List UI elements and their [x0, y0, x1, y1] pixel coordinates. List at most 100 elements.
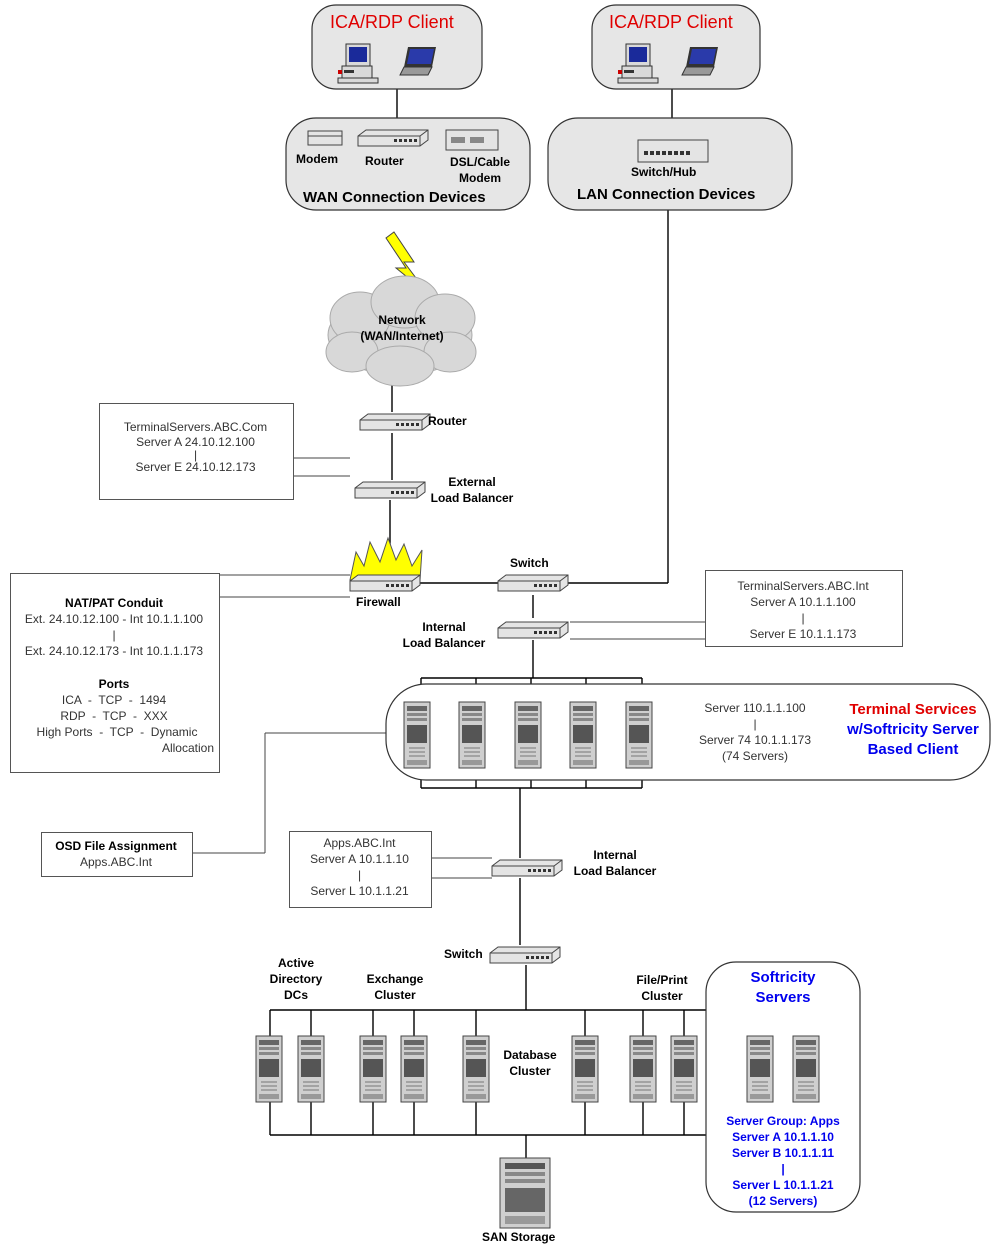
nat-pat-text: NAT/PAT Conduit Ext. 24.10.12.100 - Int … [10, 595, 218, 756]
osd-value: Apps.ABC.Int [79, 855, 153, 869]
backend-lb-line2: Load Balancer [573, 864, 657, 878]
database-server-icon [462, 1035, 490, 1103]
backend-int-lb-label: Internal Load Balancer [563, 847, 667, 879]
int-lb-label: Internal Load Balancer [392, 619, 496, 651]
internal-dns-line3: | [801, 611, 805, 625]
exchange-line2: Cluster [374, 988, 416, 1002]
osd-title: OSD File Assignment [55, 839, 177, 853]
ad-dc-server-icon [297, 1035, 325, 1103]
softricity-group-line: Server Group: Apps [726, 1114, 840, 1128]
terminal-server-icon [514, 701, 542, 769]
switch-icon [497, 574, 569, 592]
port-rdp: RDP - TCP - XXX [60, 709, 168, 723]
backend-lb-line1: Internal [593, 848, 637, 862]
active-directory-label: Active Directory DCs [256, 955, 336, 1003]
external-dns-line3: | [193, 448, 198, 462]
ext-lb-line1: External [448, 475, 496, 489]
router-icon [359, 413, 431, 431]
ext-lb-label: External Load Balancer [420, 474, 524, 506]
nat-pat-box [10, 573, 220, 773]
switch-hub-label: Switch/Hub [631, 165, 697, 179]
file-print-server-icon [670, 1035, 698, 1103]
softricity-title: Softricity Servers [706, 968, 860, 1008]
dsl-label-line2: Modem [459, 171, 501, 185]
farm-line4: (74 Servers) [721, 749, 789, 763]
switch-icon [489, 946, 561, 964]
ext-lb-line2: Load Balancer [430, 491, 514, 505]
network-cloud-label: Network (WAN/Internet) [340, 312, 464, 344]
apps-dns-line3: | [357, 868, 362, 882]
int-lb-line1: Internal [422, 620, 466, 634]
terminal-farm-servers-text: Server 110.1.1.100 | Server 74 10.1.1.17… [680, 700, 830, 764]
db-line1: Database [503, 1048, 557, 1062]
softricity-servers-text: Server Group: Apps Server A 10.1.1.10 Se… [706, 1113, 860, 1209]
external-load-balancer-icon [354, 481, 426, 499]
terminal-server-icon [458, 701, 486, 769]
internal-dns-box [705, 570, 903, 647]
osd-text: OSD File Assignment Apps.ABC.Int [41, 838, 191, 870]
external-dns-line2: Server A 24.10.12.100 [136, 435, 255, 449]
terminal-server-icon [403, 701, 431, 769]
internal-dns-line2: Server A 10.1.1.100 [750, 595, 856, 609]
ts-title3: Based Client [867, 741, 959, 758]
external-dns-text: TerminalServers.ABC.Com Server A 24.10.1… [99, 420, 292, 475]
softricity-server-icon [746, 1035, 774, 1103]
database-server-icon [571, 1035, 599, 1103]
osd-file-assignment-box [41, 832, 193, 877]
farm-line1: Server 110.1.1.100 [704, 701, 806, 715]
terminal-server-icon [569, 701, 597, 769]
file-print-server-icon [629, 1035, 657, 1103]
exchange-server-icon [400, 1035, 428, 1103]
apps-dns-line1: Apps.ABC.Int [323, 836, 396, 850]
softricity-server-l: Server L 10.1.1.21 [732, 1178, 834, 1192]
port-ica: ICA - TCP - 1494 [61, 693, 167, 707]
edge-switch-label: Switch [510, 556, 549, 570]
fileprint-line2: Cluster [641, 989, 683, 1003]
san-storage-icon [499, 1157, 551, 1229]
lan-devices-title: LAN Connection Devices [577, 186, 756, 203]
port-high: High Ports - TCP - Dynamic [36, 725, 198, 739]
lan-client-title: ICA/RDP Client [609, 12, 733, 32]
dsl-label-line1: DSL/Cable [449, 155, 510, 169]
network-line1: Network [378, 313, 426, 327]
ad-line3: DCs [283, 988, 308, 1002]
softricity-count: (12 Servers) [748, 1194, 818, 1208]
apps-dns-text: Apps.ABC.Int Server A 10.1.1.10 | Server… [289, 835, 430, 899]
softricity-group [705, 961, 861, 1213]
wan-client-title: ICA/RDP Client [330, 12, 454, 32]
internal-dns-line1: TerminalServers.ABC.Int [737, 579, 869, 593]
firewall-label: Firewall [356, 595, 401, 609]
backend-switch-label: Switch [444, 947, 483, 961]
farm-line3: Server 74 10.1.1.173 [698, 733, 812, 747]
nat-title: NAT/PAT Conduit [65, 596, 163, 610]
dsl-modem-icon [445, 129, 499, 151]
modem-label: Modem [296, 152, 338, 166]
external-dns-line4: Server E 24.10.12.173 [135, 460, 256, 474]
switch-hub-icon [637, 139, 709, 163]
softricity-title1: Softricity [750, 969, 816, 986]
internal-dns-text: TerminalServers.ABC.Int Server A 10.1.1.… [705, 578, 901, 642]
softricity-sep: | [781, 1162, 785, 1176]
softricity-server-a: Server A 10.1.1.10 [732, 1130, 834, 1144]
internal-load-balancer-icon [497, 621, 569, 639]
farm-line2: | [753, 717, 757, 731]
external-dns-line1: TerminalServers.ABC.Com [123, 420, 268, 434]
firewall-icon [349, 536, 423, 592]
nat-line3: Ext. 24.10.12.173 - Int 10.1.1.173 [24, 644, 204, 658]
ts-title2: w/Softricity Server [847, 721, 979, 738]
softricity-server-icon [792, 1035, 820, 1103]
db-line2: Cluster [509, 1064, 551, 1078]
router-icon [357, 129, 429, 147]
internal-dns-line4: Server E 10.1.1.173 [749, 627, 857, 641]
network-cloud-icon [325, 275, 477, 387]
exchange-cluster-label: Exchange Cluster [350, 971, 440, 1003]
int-lb-line2: Load Balancer [402, 636, 486, 650]
terminal-server-icon [625, 701, 653, 769]
terminal-services-title: Terminal Services w/Softricity Server Ba… [834, 700, 992, 760]
edge-router-label: Router [428, 414, 467, 428]
ad-line1: Active [277, 956, 315, 970]
nat-line1: Ext. 24.10.12.100 - Int 10.1.1.100 [24, 612, 204, 626]
nat-line2: | [112, 628, 116, 642]
port-allocation: Allocation [161, 741, 214, 755]
